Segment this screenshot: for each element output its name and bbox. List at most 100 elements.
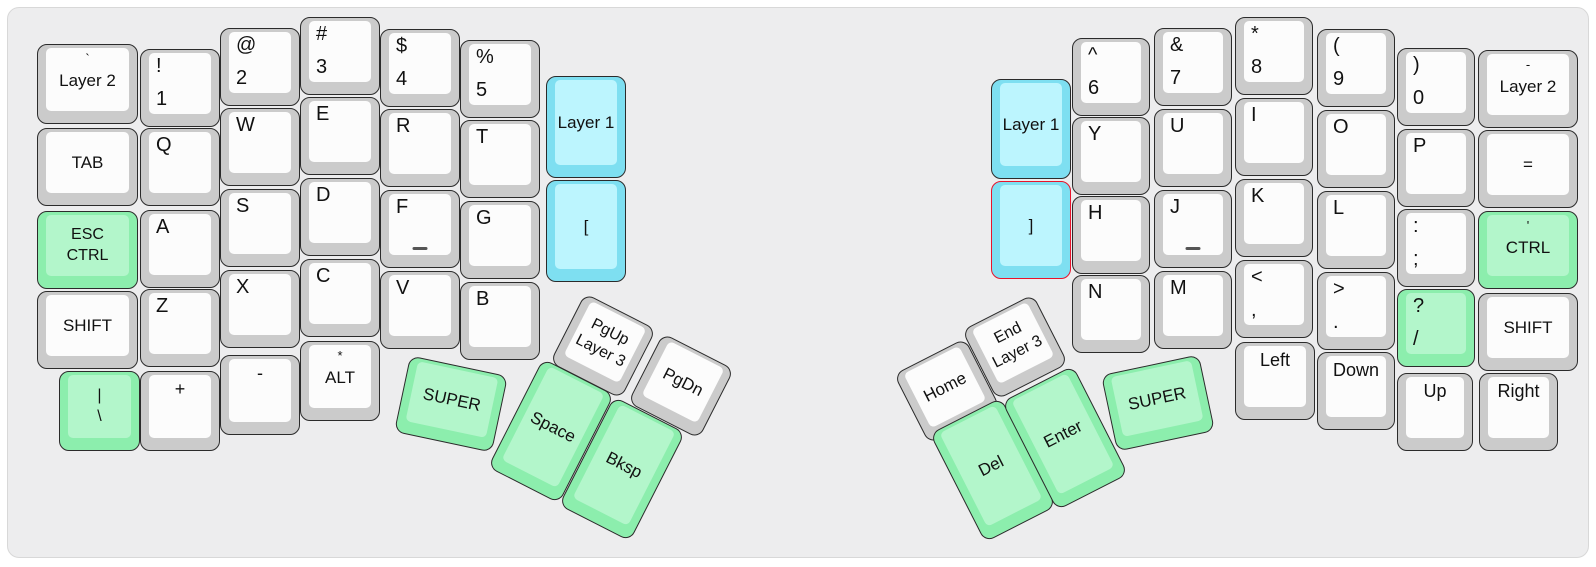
key-i[interactable]: I <box>1235 98 1313 176</box>
key-shift-right[interactable]: SHIFT <box>1478 293 1578 371</box>
key-arrow-down[interactable]: Down <box>1317 352 1395 430</box>
key-legend: C <box>316 265 331 287</box>
key-minus[interactable]: - <box>220 355 300 435</box>
key-f[interactable]: F <box>380 190 460 268</box>
key-arrow-left[interactable]: Left <box>1235 342 1315 420</box>
key-layer1-right[interactable]: Layer 1 <box>991 79 1071 179</box>
key-arrow-right[interactable]: Right <box>1479 373 1558 451</box>
key-legend: - <box>257 363 263 383</box>
key-t[interactable]: T <box>460 120 540 198</box>
key-l[interactable]: L <box>1317 191 1395 269</box>
key-question-slash[interactable]: ?/ <box>1397 289 1475 367</box>
key-m[interactable]: M <box>1154 271 1232 349</box>
key-caret-6[interactable]: ^6 <box>1072 38 1150 116</box>
key-gt-period[interactable]: >. <box>1317 272 1395 350</box>
key-o[interactable]: O <box>1317 110 1395 188</box>
key-ampersand-7[interactable]: &7 <box>1154 28 1232 106</box>
key-at-2[interactable]: @2 <box>220 28 300 106</box>
key-legend: I <box>1251 104 1257 126</box>
key-g[interactable]: G <box>460 201 540 279</box>
key-legend: K <box>1251 185 1265 207</box>
key-hash-3[interactable]: #3 <box>300 17 380 95</box>
key-legend: SHIFT <box>62 315 113 335</box>
key-lbracket[interactable]: [ <box>546 180 626 282</box>
key-h[interactable]: H <box>1072 196 1150 274</box>
key-a[interactable]: A <box>140 210 220 288</box>
key-legend: N <box>1088 281 1103 303</box>
key-equals[interactable]: = <box>1478 130 1578 208</box>
key-legend: Home <box>920 367 970 406</box>
key-legend: & <box>1170 34 1184 56</box>
key-legend: U <box>1170 115 1185 137</box>
key-super-left[interactable]: SUPER <box>393 355 509 453</box>
key-legend: Left <box>1259 350 1291 370</box>
keycap-face: %5 <box>469 44 531 105</box>
keycap-face: !1 <box>149 53 211 114</box>
key-x[interactable]: X <box>220 270 300 348</box>
key-plus[interactable]: + <box>140 371 220 451</box>
key-tab[interactable]: TAB <box>37 128 138 206</box>
key-legend: S <box>236 195 250 217</box>
key-layer1-left[interactable]: Layer 1 <box>546 76 626 178</box>
key-legend: E <box>316 103 330 125</box>
key-q[interactable]: Q <box>140 128 220 206</box>
key-asterisk-8[interactable]: *8 <box>1235 17 1313 95</box>
key-legend: ^ <box>1088 44 1098 66</box>
key-arrow-up[interactable]: Up <box>1397 373 1473 451</box>
keycap-face: SUPER <box>405 361 499 438</box>
key-y[interactable]: Y <box>1072 117 1150 195</box>
keycap-face: Right <box>1488 377 1549 438</box>
key-lparen-9[interactable]: (9 <box>1317 29 1395 107</box>
key-legend: V <box>396 277 410 299</box>
key-exclamation-1[interactable]: !1 <box>140 49 220 127</box>
key-legend: $ <box>396 35 408 57</box>
key-b[interactable]: B <box>460 282 540 360</box>
keycap-face: = <box>1487 134 1569 195</box>
key-s[interactable]: S <box>220 189 300 267</box>
keycap-face: )0 <box>1406 52 1466 113</box>
key-dollar-4[interactable]: $4 <box>380 29 460 107</box>
key-k[interactable]: K <box>1235 179 1313 257</box>
key-percent-5[interactable]: %5 <box>460 40 540 118</box>
key-legend: ESC <box>71 225 104 243</box>
key-lt-comma[interactable]: <, <box>1235 260 1313 338</box>
key-n[interactable]: N <box>1072 275 1150 353</box>
key-v[interactable]: V <box>380 271 460 349</box>
key-quote-ctrl[interactable]: 'CTRL <box>1478 211 1578 289</box>
key-legend: Q <box>156 134 172 156</box>
key-legend: # <box>316 23 328 45</box>
key-rparen-0[interactable]: )0 <box>1397 48 1475 126</box>
keycap-face: O <box>1326 114 1386 175</box>
key-r[interactable]: R <box>380 109 460 187</box>
key-legend: 2 <box>236 67 248 89</box>
key-d[interactable]: D <box>300 178 380 256</box>
key-u[interactable]: U <box>1154 109 1232 187</box>
key-rbracket[interactable]: ] <box>991 181 1071 279</box>
key-super-right[interactable]: SUPER <box>1100 354 1216 452</box>
key-legend: 8 <box>1251 56 1263 78</box>
key-w[interactable]: W <box>220 108 300 186</box>
key-colon-semicolon[interactable]: :; <box>1397 209 1475 287</box>
key-shift-left[interactable]: SHIFT <box>37 291 138 369</box>
key-legend: M <box>1170 277 1187 299</box>
key-minus-layer2[interactable]: -Layer 2 <box>1478 50 1578 128</box>
key-legend: H <box>1088 202 1103 224</box>
keycap-face: N <box>1081 279 1141 340</box>
key-c[interactable]: C <box>300 259 380 337</box>
key-layer2-left[interactable]: `Layer 2 <box>37 44 138 124</box>
keycap-face: G <box>469 205 531 266</box>
key-pipe-backslash[interactable]: |\ <box>59 371 140 451</box>
key-p[interactable]: P <box>1397 129 1475 207</box>
key-z[interactable]: Z <box>140 289 220 367</box>
keycap-face: Y <box>1081 121 1141 182</box>
key-e[interactable]: E <box>300 97 380 175</box>
key-j[interactable]: J <box>1154 190 1232 268</box>
keycap-face: S <box>229 193 291 254</box>
key-legend: . <box>1333 311 1339 333</box>
key-legend: A <box>156 216 170 238</box>
key-asterisk-alt[interactable]: *ALT <box>300 341 380 421</box>
